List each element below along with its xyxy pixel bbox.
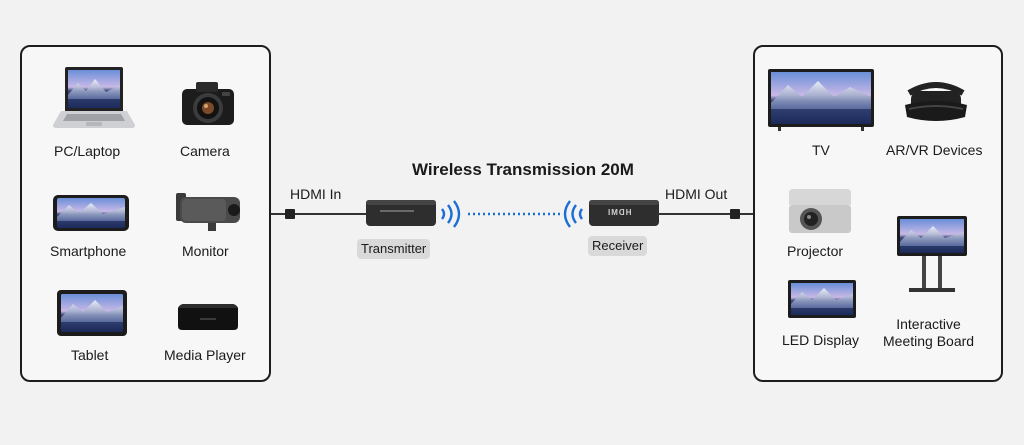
meeting-board-label-line-1: Interactive [896,316,961,332]
device-label-smartphone: Smartphone [50,243,127,259]
receiver-tag: Receiver [588,236,648,256]
meeting-board-label-line-2: Meeting Board [883,333,975,349]
receiver-device: HDMI [589,200,659,226]
meeting-board-icon [897,216,967,296]
camera-icon [180,79,236,129]
device-label-meeting-board: Interactive Meeting Board [883,316,974,350]
device-label-led-display: LED Display [782,332,860,348]
tv-icon [768,69,874,131]
hdmi-cable-in [271,206,371,222]
transmitter-tag: Transmitter [357,239,431,259]
hdmi-cable-out [656,206,754,222]
smartphone-icon [53,195,129,231]
vr-headset-icon [903,79,969,125]
source-devices-panel: PC/Laptop Camera Smartphone M [20,45,271,382]
device-label-camera: Camera [180,143,230,159]
tablet-icon [57,290,127,336]
led-display-icon [788,280,856,318]
device-label-tablet: Tablet [71,347,109,363]
projector-icon [785,185,855,237]
receiver-signal-icon [560,200,586,228]
display-devices-panel: TV AR/VR Devices Projector [753,45,1003,382]
monitor-camera-icon [174,193,246,233]
transmitter-device [366,200,436,226]
device-label-ar-vr: AR/VR Devices [886,142,983,158]
receiver-device-print: HDMI [607,208,632,217]
transmitter-signal-icon [438,200,464,228]
diagram-title: Wireless Transmission 20M [412,160,634,179]
hdmi-in-label: HDMI In [290,186,342,202]
device-label-tv: TV [812,142,830,158]
device-label-monitor: Monitor [182,243,229,259]
device-label-pc-laptop: PC/Laptop [54,143,121,159]
device-label-media-player: Media Player [164,347,246,363]
wireless-link-line [468,212,560,216]
media-player-icon [176,300,240,332]
laptop-icon [53,65,135,129]
device-label-projector: Projector [787,243,844,259]
hdmi-out-label: HDMI Out [665,186,728,202]
